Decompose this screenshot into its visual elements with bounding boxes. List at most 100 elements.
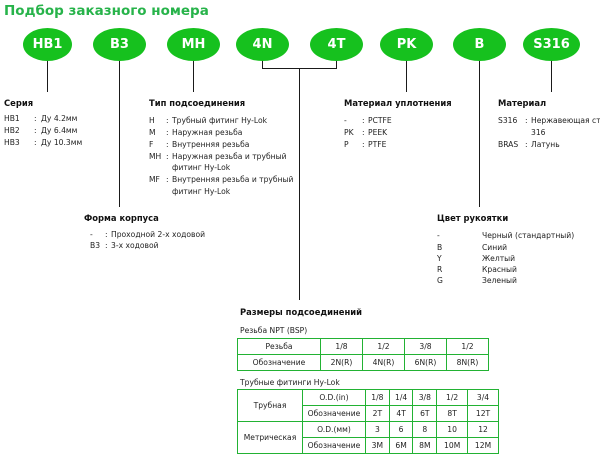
connection-type-desc: Внутренняя резьба xyxy=(172,140,250,149)
body-form-code: B3 xyxy=(90,241,101,250)
connector-connection-type xyxy=(193,61,194,92)
handle-color-desc: Черный (стандартный) xyxy=(482,231,575,240)
tube-table-title: Трубные фитинги Hy-Lok xyxy=(240,378,340,387)
material-code: S316 xyxy=(498,116,518,125)
connection-type-desc-cont: фитинг Hy-Lok xyxy=(172,187,231,196)
connector-handle-color xyxy=(479,61,480,207)
connection-type-desc: Внутренняя резьба и трубный xyxy=(172,175,294,184)
connector-size-drop xyxy=(299,68,300,300)
connection-type-sep: : xyxy=(166,128,169,137)
connector-series xyxy=(47,61,48,92)
connection-sizes-header: Размеры подсоединений xyxy=(240,307,362,317)
connector-material xyxy=(551,61,552,92)
table-cell: 6N(R) xyxy=(404,354,447,371)
connection-type-sep: : xyxy=(166,140,169,149)
table-row: Обозначение 2N(R) 4N(R) 6N(R) 8N(R) xyxy=(237,354,489,371)
seal-material-code: PK xyxy=(344,128,354,137)
connection-type-code: H xyxy=(149,116,155,125)
body-form-code: - xyxy=(90,230,93,239)
material-desc: Латунь xyxy=(531,140,560,149)
table-cell: 4T xyxy=(388,405,414,422)
handle-color-desc: Желтый xyxy=(482,254,516,263)
material-code: BRAS xyxy=(498,140,519,149)
connection-type-code: M xyxy=(149,128,156,137)
table-cell: 12T xyxy=(467,405,499,422)
table-cell: Резьба xyxy=(237,338,321,355)
table-cell: 3/8 xyxy=(404,338,447,355)
seal-material-code: - xyxy=(344,116,347,125)
seal-material-sep: : xyxy=(362,116,365,125)
handle-color-code: G xyxy=(437,276,443,285)
connection-type-desc: Трубный фитинг Hy-Lok xyxy=(172,116,268,125)
code-oval-connection-size-1: 4N xyxy=(236,28,289,61)
connection-type-desc-cont: фитинг Hy-Lok xyxy=(172,163,231,172)
code-oval-material: S316 xyxy=(523,28,580,61)
table-cell: 8N(R) xyxy=(446,354,489,371)
series-desc: Ду 4.2мм xyxy=(41,114,78,123)
connection-type-desc: Наружная резьба и трубный xyxy=(172,152,287,161)
table-cell: 4N(R) xyxy=(362,354,405,371)
seal-material-desc: PEEK xyxy=(368,128,388,137)
table-cell: 12 xyxy=(467,421,499,438)
body-form-sep: : xyxy=(105,241,108,250)
connector-body-form xyxy=(119,61,120,207)
table-row: Трубная O.D.(in) 1/8 1/4 3/8 1/2 3/4 xyxy=(237,389,499,422)
connection-type-sep: : xyxy=(166,116,169,125)
connector-seal-material xyxy=(406,61,407,92)
table-cell: 1/8 xyxy=(320,338,363,355)
connection-type-code: MH xyxy=(149,152,162,161)
table-cell: 12M xyxy=(467,437,499,454)
handle-color-desc: Зеленый xyxy=(482,276,517,285)
handle-color-header: Цвет рукоятки xyxy=(437,213,509,223)
series-sep: : xyxy=(34,126,37,135)
material-header: Материал xyxy=(498,98,547,108)
table-cell: 1/2 xyxy=(436,389,469,406)
series-code: HB1 xyxy=(4,114,20,123)
connector-size-right xyxy=(336,61,337,69)
table-group-label: Метрическая xyxy=(237,421,303,454)
body-form-sep: : xyxy=(105,230,108,239)
seal-material-code: P xyxy=(344,140,349,149)
table-cell: 10 xyxy=(436,421,469,438)
seal-material-desc: PCTFE xyxy=(368,116,392,125)
material-desc: Нержавеющая стал xyxy=(531,116,600,125)
connection-type-desc: Наружная резьба xyxy=(172,128,243,137)
table-cell: O.D.(мм) xyxy=(302,421,366,438)
handle-color-code: B xyxy=(437,243,443,252)
table-cell: Обозначение xyxy=(302,437,366,454)
series-header: Серия xyxy=(4,98,34,108)
table-cell: 10M xyxy=(436,437,469,454)
handle-color-code: R xyxy=(437,265,443,274)
table-row: Резьба 1/8 1/2 3/8 1/2 xyxy=(237,338,489,355)
table-cell: 8M xyxy=(412,437,438,454)
page-title: Подбор заказного номера xyxy=(4,3,209,19)
series-desc: Ду 10.3мм xyxy=(41,138,83,147)
connection-type-sep: : xyxy=(166,175,169,184)
table-cell: 3/8 xyxy=(412,389,438,406)
seal-material-sep: : xyxy=(362,140,365,149)
npt-table-title: Резьба NPT (BSP) xyxy=(240,326,308,335)
table-cell: 6T xyxy=(412,405,438,422)
table-cell: 1/8 xyxy=(365,389,390,406)
table-cell: 1/4 xyxy=(388,389,414,406)
series-code: HB2 xyxy=(4,126,20,135)
table-cell: Обозначение xyxy=(237,354,321,371)
table-group-label: Трубная xyxy=(237,389,303,422)
table-cell: 2N(R) xyxy=(320,354,363,371)
connection-type-code: MF xyxy=(149,175,160,184)
seal-material-sep: : xyxy=(362,128,365,137)
series-sep: : xyxy=(34,114,37,123)
code-oval-handle-color: B xyxy=(453,28,506,61)
handle-color-code: Y xyxy=(437,254,442,263)
code-oval-connection-size-2: 4T xyxy=(310,28,363,61)
seal-material-header: Материал уплотнения xyxy=(344,98,452,108)
handle-color-code: - xyxy=(437,231,440,240)
material-sep: : xyxy=(525,140,528,149)
table-row: Метрическая O.D.(мм) 3 6 8 10 12 xyxy=(237,421,499,454)
handle-color-desc: Красный xyxy=(482,265,517,274)
code-oval-connection-type: MH xyxy=(167,28,220,61)
npt-table: Резьба 1/8 1/2 3/8 1/2 Обозначение 2N(R)… xyxy=(237,338,489,371)
material-sep: : xyxy=(525,116,528,125)
handle-color-desc: Синий xyxy=(482,243,508,252)
table-cell: 2T xyxy=(365,405,390,422)
